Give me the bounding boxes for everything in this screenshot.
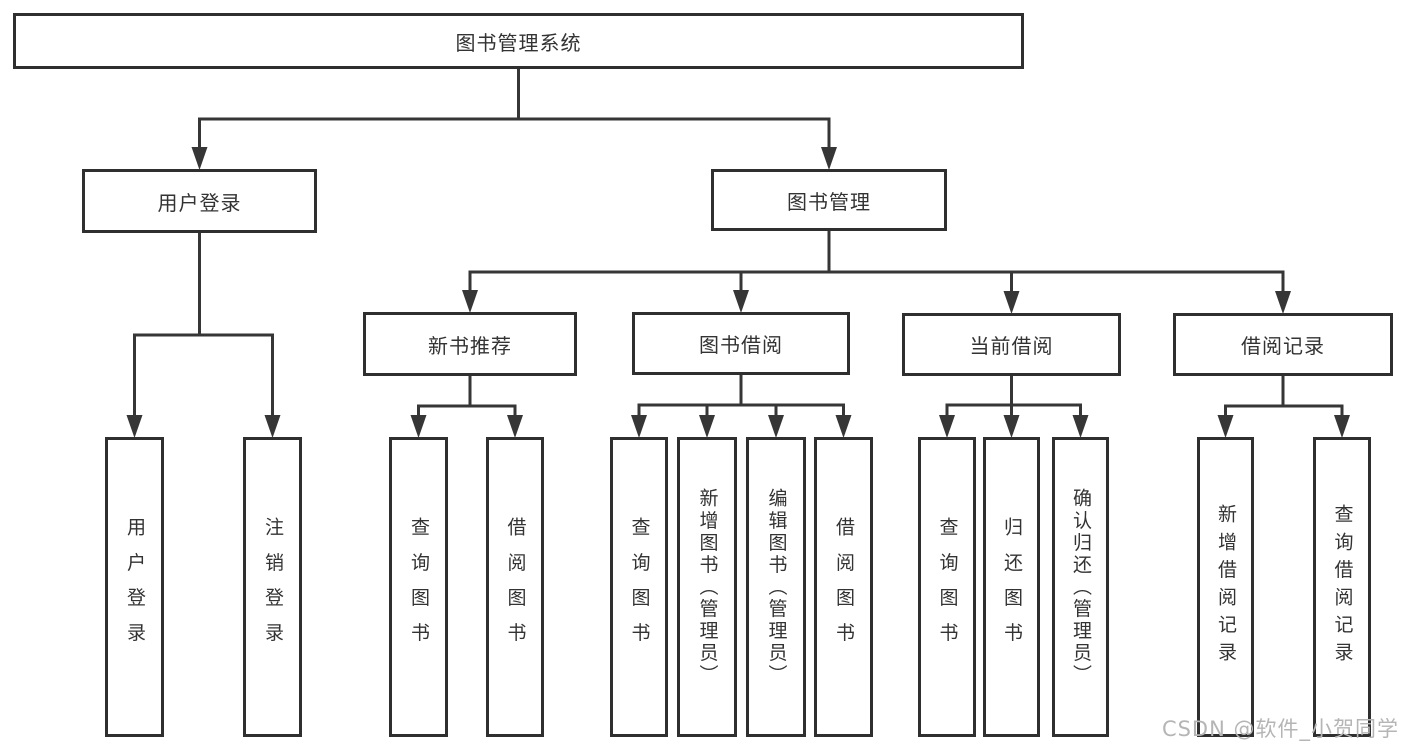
arrowhead-icon	[1072, 415, 1089, 438]
node-current-borrow: 当前借阅	[902, 313, 1121, 376]
arrowhead-icon	[126, 415, 143, 438]
node-bb-edit-book-admin: 编辑图书（管理员）	[746, 437, 806, 737]
node-root: 图书管理系统	[13, 13, 1024, 69]
node-nbr-query-book: 查询图书	[389, 437, 448, 737]
node-br-add-record: 新增借阅记录	[1197, 437, 1254, 737]
arrowhead-icon	[507, 415, 523, 438]
arrowhead-icon	[631, 415, 647, 438]
node-bb-query-book: 查询图书	[610, 437, 668, 737]
node-cb-query-book: 查询图书	[918, 437, 976, 737]
arrowhead-icon	[1334, 415, 1350, 438]
arrowhead-icon	[462, 290, 478, 313]
node-cb-confirm-return-admin: 确认归还（管理员）	[1052, 437, 1109, 737]
node-borrow-record: 借阅记录	[1173, 313, 1393, 376]
watermark: CSDN @软件_小贺同学	[1161, 717, 1399, 741]
node-book-management: 图书管理	[711, 169, 947, 231]
arrowhead-icon	[264, 415, 281, 438]
node-user-login: 用户登录	[82, 169, 317, 233]
node-bb-borrow-book: 借阅图书	[814, 437, 873, 737]
node-br-query-record: 查询借阅记录	[1313, 437, 1371, 737]
node-cb-return-book: 归还图书	[983, 437, 1040, 737]
arrowhead-icon	[410, 415, 427, 438]
arrowhead-icon	[821, 147, 837, 170]
arrowhead-icon	[191, 147, 208, 170]
node-book-borrow: 图书借阅	[632, 312, 850, 375]
arrowhead-icon	[1003, 291, 1020, 314]
node-user-login-op: 用户登录	[105, 437, 164, 737]
arrowhead-icon	[939, 415, 955, 438]
arrowhead-icon	[1003, 415, 1020, 438]
arrowhead-icon	[768, 415, 784, 438]
node-logout-op: 注销登录	[243, 437, 302, 737]
arrowhead-icon	[1217, 415, 1234, 438]
arrowhead-icon	[699, 415, 715, 438]
arrowhead-icon	[1275, 291, 1291, 314]
node-nbr-borrow-book: 借阅图书	[486, 437, 544, 737]
arrowhead-icon	[835, 415, 852, 438]
arrowhead-icon	[733, 290, 749, 313]
node-bb-add-book-admin: 新增图书（管理员）	[677, 437, 737, 737]
node-new-book-recommend: 新书推荐	[363, 312, 577, 376]
